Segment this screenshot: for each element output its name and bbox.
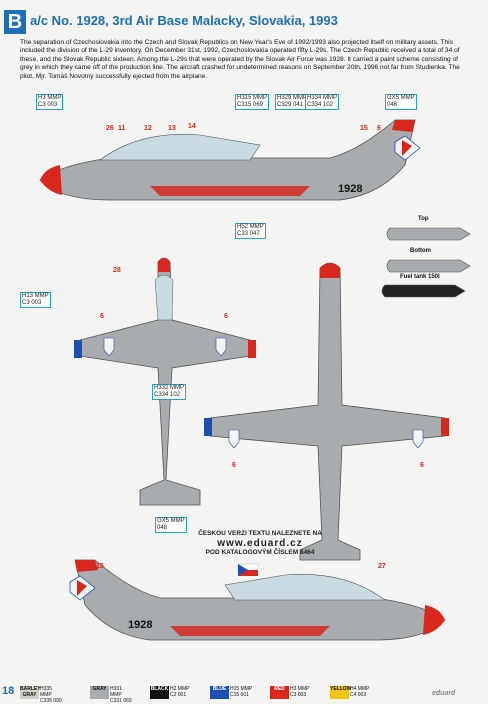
stencil-6d: 6: [232, 462, 236, 469]
eduard-logo: eduard: [432, 690, 456, 697]
stencil-14: 14: [188, 123, 196, 130]
tank-bottom-label: Bottom: [410, 248, 431, 254]
stencil-27: 27: [378, 563, 386, 570]
fuel-tank-label: Fuel tank 150l: [400, 274, 440, 280]
side-profile-top: [39, 119, 421, 201]
page-number: 18: [2, 685, 15, 697]
intro-paragraph: The separation of Czechoslovakia into th…: [20, 39, 460, 80]
czech-flag-icon: [237, 563, 259, 576]
stencil-6a: 6: [377, 125, 381, 132]
bottom-view: [204, 262, 449, 561]
stencil-28: 28: [113, 267, 121, 274]
stencil-6e: 6: [420, 462, 424, 469]
scheme-title: a/c No. 1928, 3rd Air Base Malacky, Slov…: [30, 13, 338, 28]
stencil-15b: 15: [96, 563, 104, 570]
legend-chip: BLUE: [210, 686, 229, 699]
scheme-letter: B: [4, 10, 26, 34]
stencil-12: 12: [144, 125, 152, 132]
side-profile-bottom: [69, 559, 446, 641]
legend-chip: RED: [270, 686, 289, 699]
stencil-6c: 6: [224, 313, 228, 320]
tank-top-label: Top: [418, 216, 429, 222]
drop-tanks: [381, 227, 471, 298]
aircraft-number-top: 1928: [338, 183, 362, 195]
czech-version-note: ČESKOU VERZI TEXTU NALEZNETE NA www.edua…: [190, 530, 330, 557]
aircraft-number-bottom: 1928: [128, 619, 152, 631]
legend-chip: BARLEY GRAY: [20, 686, 41, 699]
legend-chip: BLACK: [150, 686, 169, 699]
paint-legend: BARLEY GRAY H335 MMP C335 090 GRAY H331 …: [20, 686, 370, 704]
stencil-13: 13: [168, 125, 176, 132]
stencil-6f: 6: [82, 563, 86, 570]
stencil-11: 11: [118, 125, 126, 132]
legend-chip: YELLOW: [330, 686, 351, 699]
stencil-15a: 15: [360, 125, 368, 132]
stencil-26: 26: [106, 125, 114, 132]
eduard-url[interactable]: www.eduard.cz: [217, 538, 303, 549]
top-view: [74, 257, 256, 506]
legend-chip: GRAY: [90, 686, 109, 699]
stencil-6b: 6: [100, 313, 104, 320]
page-header: B a/c No. 1928, 3rd Air Base Malacky, Sl…: [0, 6, 488, 36]
